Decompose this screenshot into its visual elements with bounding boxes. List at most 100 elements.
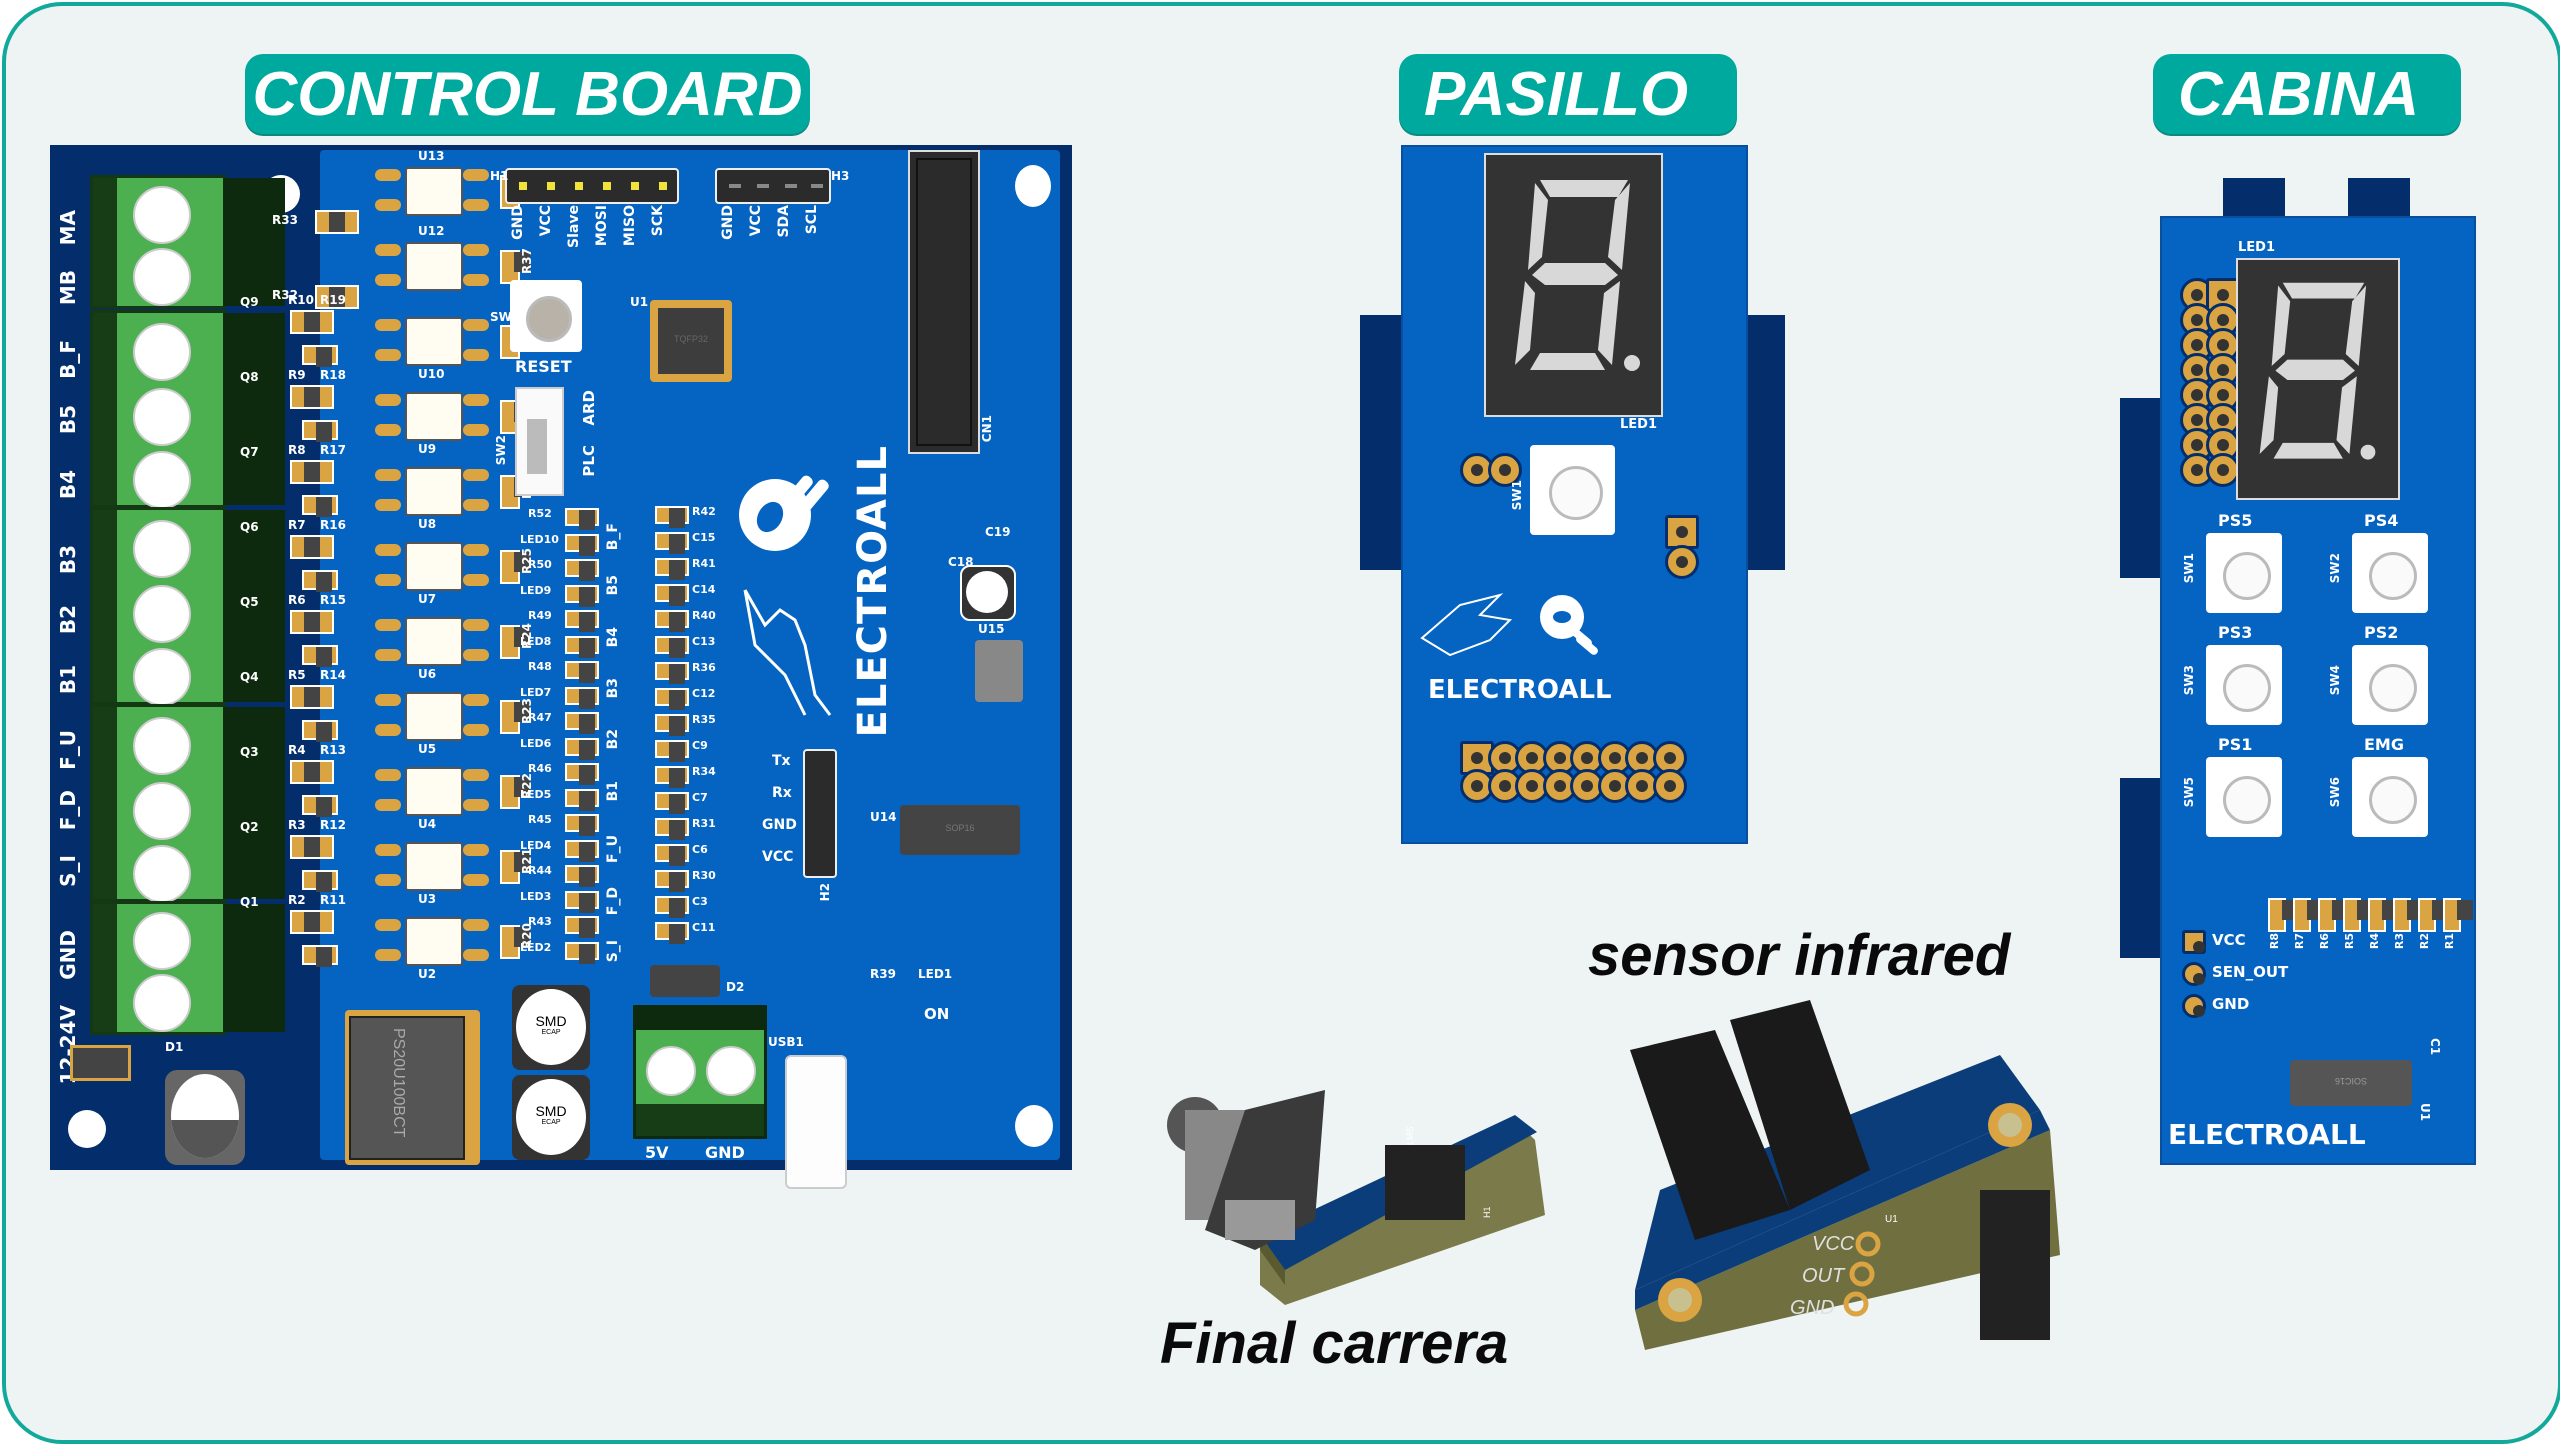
optocoupler — [405, 692, 463, 741]
cabina-button-ps5[interactable] — [2206, 533, 2282, 613]
resistor-ref: R6 — [288, 593, 306, 607]
optocoupler-ref: U13 — [418, 149, 445, 163]
display-segment — [2273, 442, 2343, 459]
transistor-ref: Q1 — [240, 895, 259, 909]
indicator-led — [565, 635, 599, 658]
resistor — [302, 570, 338, 592]
resistor — [565, 508, 599, 530]
optocoupler-ref: U2 — [418, 967, 437, 981]
led-column-ref: LED7 — [520, 685, 552, 699]
optocoupler — [405, 167, 463, 216]
resistor-ref: R12 — [320, 818, 346, 832]
header-h1-pin-label: VCC — [538, 205, 554, 237]
optocoupler-array: U13R38R33U12R37R32U10R28Q9R10R19U9R27Q8R… — [50, 145, 1072, 981]
terminal-block-sensors — [90, 704, 285, 903]
ir-pin-out: OUT — [1802, 1265, 1846, 1287]
resistor — [500, 550, 530, 584]
opto-pad — [463, 919, 489, 931]
opto-pad — [463, 874, 489, 886]
opto-pad — [375, 319, 401, 331]
resistor-ref: R10 — [288, 293, 314, 307]
opto-pad — [463, 619, 489, 631]
ic-u14-package: SOP16 — [945, 823, 975, 833]
cabina-resistor-ref: R7 — [2293, 933, 2306, 950]
c19-ref: C19 — [985, 525, 1011, 539]
smd-cap-text: SMD — [535, 1013, 567, 1029]
resistor-ref: R32 — [272, 288, 298, 302]
display-segment — [2282, 282, 2365, 299]
capacitor — [655, 740, 689, 762]
led-column-ref: R43 — [528, 915, 552, 928]
cabina-resistor — [2393, 898, 2423, 932]
resistor — [500, 850, 530, 884]
reset-button[interactable] — [510, 280, 582, 352]
cabina-button-emg[interactable] — [2352, 757, 2428, 837]
cabina-button-ps2[interactable] — [2352, 645, 2428, 725]
cabina-c1-ref: C1 — [2428, 1038, 2442, 1056]
cabina-button-ps4[interactable] — [2352, 533, 2428, 613]
led-signal-label: S_I — [605, 940, 621, 963]
h1-ref: H1 — [1482, 1206, 1492, 1218]
header-h3-ref: H3 — [831, 169, 850, 183]
cap-column-ref: C15 — [692, 531, 716, 544]
title-pasillo: PASILLO — [1399, 54, 1737, 134]
resistor — [290, 685, 334, 709]
cap-column-ref: C12 — [692, 687, 716, 700]
usb-c-port[interactable] — [785, 1055, 847, 1189]
regulator-text: PS20U100BCT — [390, 1028, 407, 1138]
header-h1-pin-label: GND — [510, 205, 526, 240]
transistor-ref: Q9 — [240, 295, 259, 309]
header-pin — [1652, 769, 1687, 803]
cabina-resistor — [2343, 898, 2373, 932]
cabina-sensor-pin — [2182, 994, 2206, 1018]
resistor — [655, 662, 689, 684]
cabina-button-ps1[interactable] — [2206, 757, 2282, 837]
smd-cap-sub: ECAP — [541, 1119, 561, 1126]
led-signal-label: F_D — [605, 887, 621, 916]
resistor-ref: R7 — [288, 518, 306, 532]
cabina-resistor — [2368, 898, 2398, 932]
cabina-button-ps3[interactable] — [2206, 645, 2282, 725]
pasillo-pad — [1665, 545, 1699, 579]
opto-pad — [463, 424, 489, 436]
header-h1-pin-label: SCK — [650, 205, 666, 237]
led-column-ref: LED3 — [520, 889, 552, 903]
cabina-header-2x8 — [2180, 278, 2240, 488]
mode-switch[interactable] — [515, 387, 564, 496]
opto-pad — [463, 544, 489, 556]
led-column-ref: LED4 — [520, 838, 552, 852]
opto-pad — [463, 844, 489, 856]
resistor-ref: R11 — [320, 893, 346, 907]
mount-hole — [1015, 1105, 1053, 1147]
terminal-label: S_I — [56, 855, 80, 887]
caption-sensor-infrared: sensor infrared — [1588, 923, 2011, 988]
indicator-led — [565, 533, 599, 556]
cabina-resistor-ref: R1 — [2443, 933, 2456, 950]
cabina-led1-ref: LED1 — [2238, 240, 2276, 255]
hand-logo-icon — [743, 589, 832, 716]
resistor-ref: R13 — [320, 743, 346, 757]
cabina-brand: ELECTROALL — [2168, 1118, 2366, 1151]
terminal-label: B_F — [56, 340, 80, 379]
cabina-sensor-pin — [2182, 930, 2206, 954]
display-segment — [1598, 281, 1620, 365]
limit-switch-3d-render: LMS H1 — [1167, 1090, 1545, 1305]
header-h2-ref: H2 — [818, 883, 832, 902]
optocoupler — [405, 767, 463, 816]
cabina-switch-ref: SW2 — [2328, 553, 2342, 584]
opto-pad — [463, 649, 489, 661]
capacitor — [655, 584, 689, 606]
pasillo-push-button[interactable] — [1530, 445, 1615, 535]
opto-pad — [375, 469, 401, 481]
indicator-led — [565, 788, 599, 811]
r39-ref: R39 — [870, 967, 896, 981]
hand-logo-icon — [1420, 593, 1513, 657]
header-h2-pin-label: GND — [762, 817, 797, 833]
capacitor — [655, 688, 689, 710]
display-segment — [1528, 183, 1548, 270]
opto-pad — [463, 394, 489, 406]
header-h1 — [505, 168, 679, 204]
terminal-label: MB — [56, 270, 80, 306]
